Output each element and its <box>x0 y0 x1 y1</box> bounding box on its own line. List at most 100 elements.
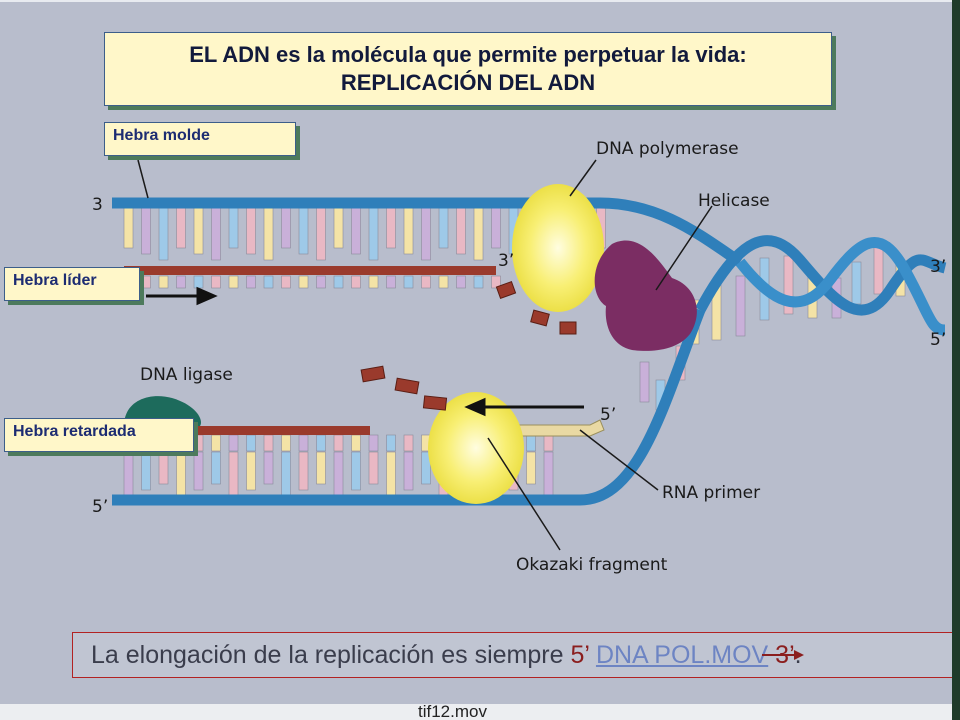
leading-base <box>193 275 204 289</box>
bottom-base <box>158 451 169 485</box>
leading-base <box>141 275 151 289</box>
label-hebra-retardada: Hebra retardada <box>4 418 194 452</box>
direction-arrows <box>146 286 584 417</box>
end-label-bottom-right: 5’ <box>930 330 946 350</box>
leader-lines <box>137 159 713 551</box>
top-base <box>246 207 256 255</box>
lagging-base <box>543 434 554 452</box>
bottom-base <box>526 451 536 485</box>
top-base <box>263 207 274 261</box>
label-hebra-molde: Hebra molde <box>104 122 296 156</box>
top-base <box>123 207 134 249</box>
helicase-shape <box>594 240 697 351</box>
leading-base <box>246 275 256 289</box>
lagging-base <box>263 434 274 452</box>
title-line-2: REPLICACIÓN DEL ADN <box>340 70 596 95</box>
lagging-base <box>333 434 344 452</box>
label-hebra-lider: Hebra líder <box>4 267 140 301</box>
rna-primer <box>517 419 605 437</box>
free-nucleotides <box>360 280 577 411</box>
top-base <box>491 207 501 249</box>
lagging-base <box>403 434 414 452</box>
top-base <box>158 207 169 261</box>
lagging-base <box>316 434 326 452</box>
primer-end-label-lagging: 5’ <box>600 405 616 425</box>
top-base <box>193 207 204 255</box>
helix-base <box>873 245 884 295</box>
bottom-base <box>263 451 274 485</box>
caption-arrow-icon <box>762 650 804 660</box>
bottom-base <box>141 451 151 491</box>
title-line-1: EL ADN es la molécula que permite perpet… <box>189 42 747 67</box>
leading-base <box>228 275 239 289</box>
lagging-base <box>211 434 221 452</box>
top-base <box>368 207 379 261</box>
top-base <box>438 207 449 249</box>
leading-base <box>438 275 449 289</box>
dna-polymerase-lagging <box>428 392 524 504</box>
bottom-base <box>403 451 414 491</box>
leading-base <box>473 275 484 289</box>
top-base <box>176 207 186 249</box>
helix-base <box>639 361 650 403</box>
leading-base <box>298 275 309 289</box>
top-base <box>333 207 344 249</box>
dna-pol-movie-link[interactable]: DNA POL.MOV <box>595 641 769 669</box>
leading-base <box>351 275 361 289</box>
helix-strand-a <box>695 235 947 316</box>
leading-base <box>263 275 274 289</box>
end-label-top-left: 3 <box>92 195 103 215</box>
right-edge-bar <box>952 0 960 720</box>
replication-diagram: 3 3’ 5’ 5’ 3’ 5’ DNA polymerase Helicase… <box>92 139 947 575</box>
end-label-top-right: 3’ <box>930 257 946 277</box>
movie-filename[interactable]: tif12.mov <box>418 702 487 720</box>
helix-base <box>735 275 746 337</box>
top-base <box>281 207 291 249</box>
lagging-base <box>368 434 379 452</box>
leading-base <box>368 275 379 289</box>
bottom-base <box>386 451 396 497</box>
lagging-new-strand <box>124 426 370 435</box>
rna-primer-label: RNA primer <box>662 483 760 503</box>
top-base <box>351 207 361 255</box>
lagging-base <box>298 434 309 452</box>
leading-new-strand <box>124 266 496 275</box>
bottom-base <box>543 451 554 497</box>
leading-base <box>281 275 291 289</box>
leading-base <box>158 275 169 289</box>
leading-base <box>403 275 414 289</box>
top-base <box>386 207 396 249</box>
footer-bar: tif12.mov <box>0 702 952 720</box>
title-box: EL ADN es la molécula que permite perpet… <box>104 32 832 106</box>
elongation-caption: La elongación de la replicación es siemp… <box>72 632 960 678</box>
bottom-base <box>193 451 204 491</box>
leading-base <box>456 275 466 289</box>
leading-base <box>421 275 431 289</box>
top-base <box>228 207 239 249</box>
bottom-base <box>351 451 361 491</box>
leading-base <box>316 275 326 289</box>
leading-base <box>491 275 501 289</box>
helicase-label: Helicase <box>698 191 770 211</box>
lagging-base <box>351 434 361 452</box>
bottom-base <box>246 451 256 491</box>
top-strand-backbone <box>112 197 744 267</box>
figure-background <box>0 0 952 705</box>
bottom-base <box>211 451 221 485</box>
bottom-base <box>228 451 239 497</box>
bottom-base <box>298 451 309 491</box>
top-base <box>298 207 309 255</box>
lagging-base <box>228 434 239 452</box>
bottom-base <box>333 451 344 497</box>
helix-strand-b <box>735 237 946 336</box>
helix-base <box>851 261 862 305</box>
bottom-base <box>368 451 379 485</box>
top-base <box>403 207 414 255</box>
top-base <box>211 207 221 261</box>
top-base <box>316 207 326 261</box>
caption-five-prime: 5’ <box>570 641 589 669</box>
leading-base <box>386 275 396 289</box>
dna-polymerase-leading <box>512 184 604 312</box>
bottom-base <box>421 451 431 485</box>
top-base <box>473 207 484 261</box>
